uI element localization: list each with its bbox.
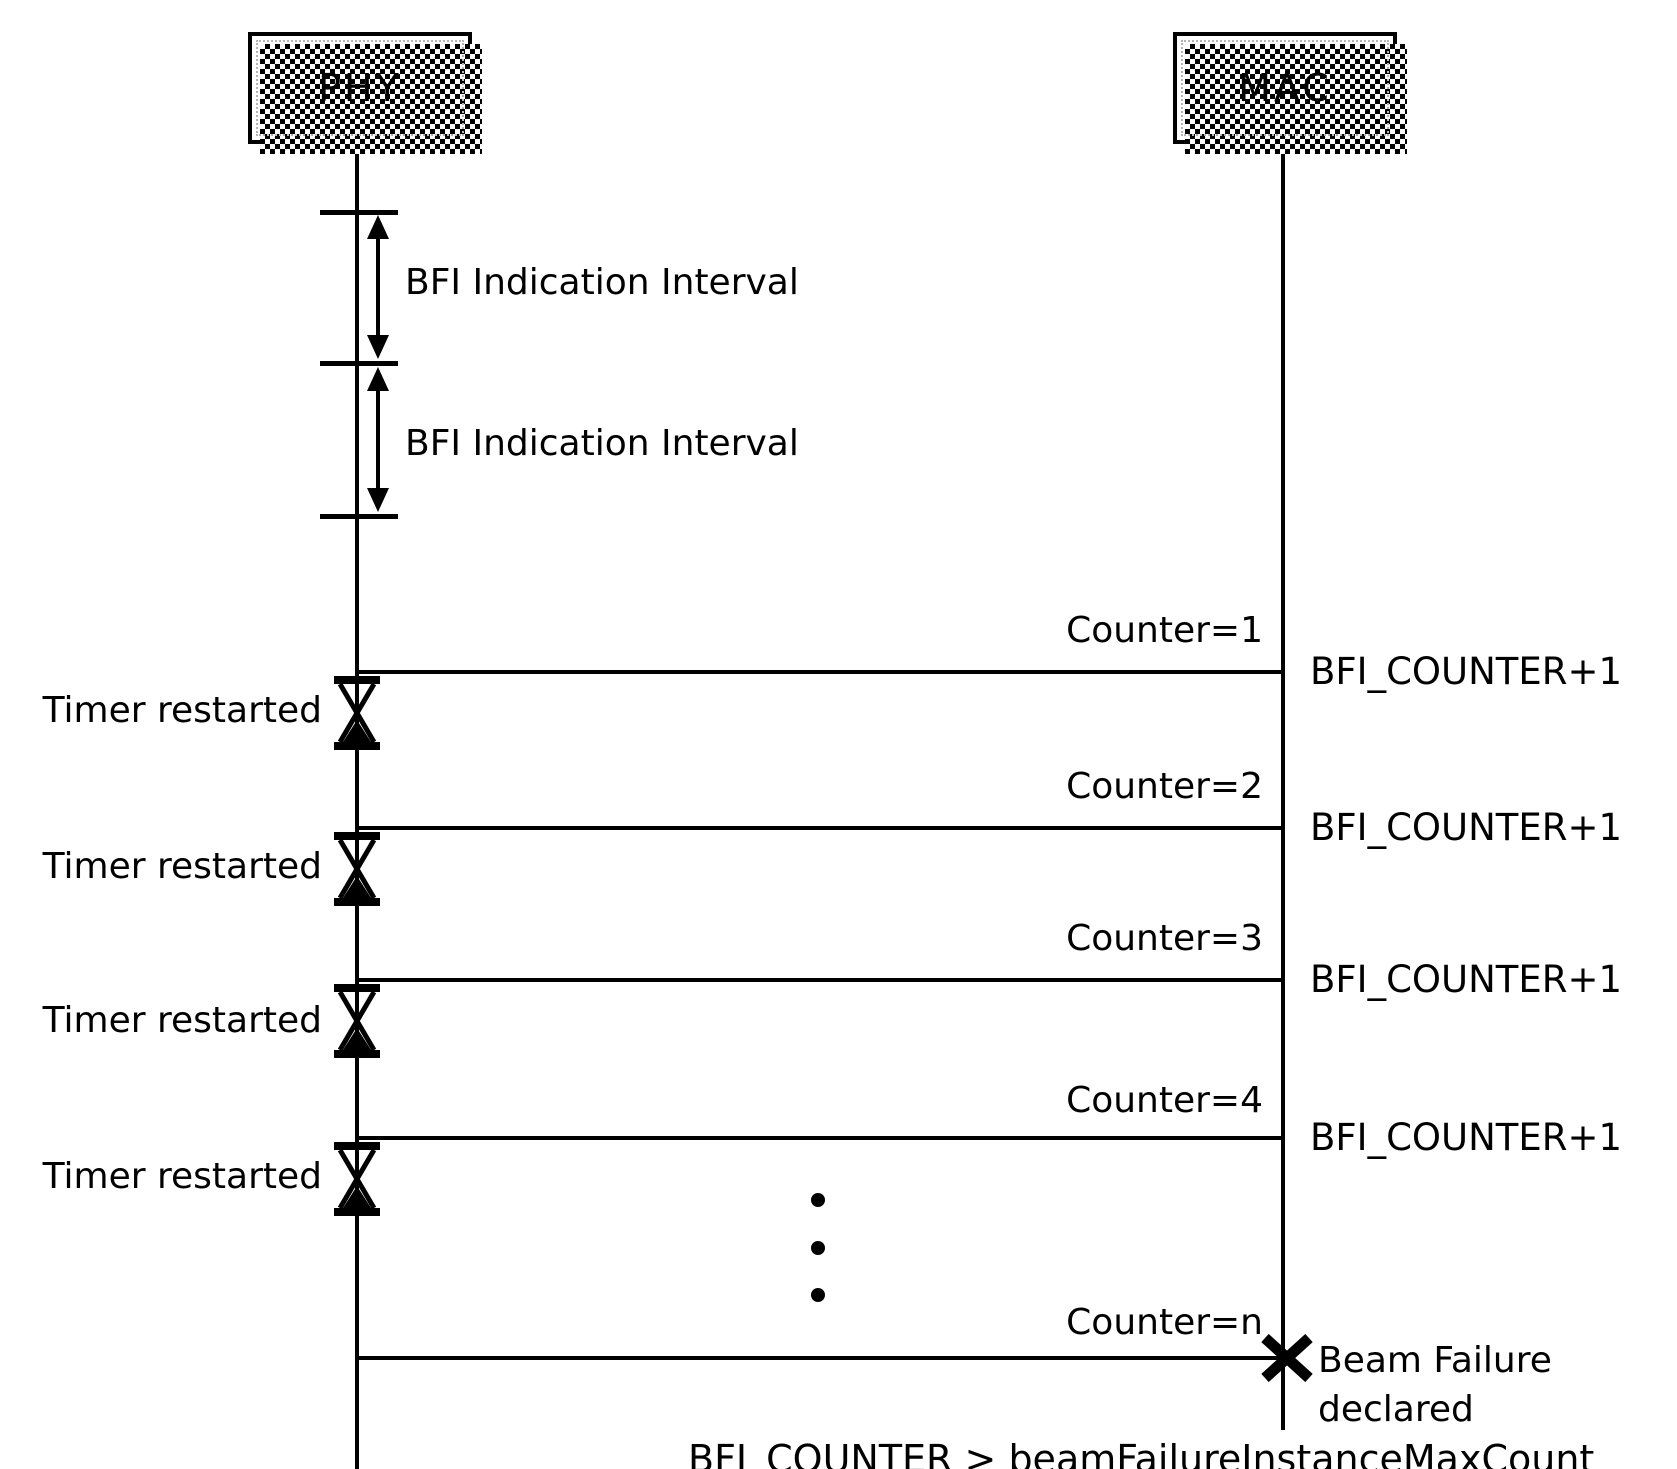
ellipsis-dot: [811, 1241, 825, 1255]
footer-condition-label: BFI_COUNTER > beamFailureInstanceMaxCoun…: [688, 1437, 1595, 1469]
actor-label-phy: PHY: [318, 66, 402, 110]
failure-cross-icon: [1260, 1333, 1314, 1383]
actor-box-mac: MAC: [1173, 32, 1407, 154]
counter-label: Counter=2: [1066, 766, 1263, 807]
actor-label-mac: MAC: [1238, 66, 1332, 110]
phy-lifeline: [355, 144, 359, 1469]
counter-label: Counter=3: [1066, 918, 1263, 959]
ellipsis-dot: [811, 1288, 825, 1302]
bfi-counter-label: BFI_COUNTER+1: [1310, 806, 1623, 849]
beam-failure-line2: declared: [1318, 1389, 1474, 1430]
bfi-interval-label: BFI Indication Interval: [405, 423, 799, 464]
message-line: [357, 826, 1283, 830]
message-line: [357, 1136, 1283, 1140]
hourglass-icon: [331, 832, 383, 906]
bfi-interval-label: BFI Indication Interval: [405, 262, 799, 303]
message-line: [357, 670, 1283, 674]
actor-box-phy: PHY: [248, 32, 482, 154]
hourglass-icon: [331, 1142, 383, 1216]
double-arrow-icon: [364, 215, 392, 359]
interval-tick: [320, 361, 398, 366]
beam-failure-label: Beam Failure declared: [1318, 1336, 1552, 1434]
ellipsis-dot: [811, 1193, 825, 1207]
hourglass-icon: [331, 676, 383, 750]
timer-restarted-label: Timer restarted: [42, 690, 322, 731]
hourglass-icon: [331, 984, 383, 1058]
timer-restarted-label: Timer restarted: [42, 846, 322, 887]
bfi-counter-label: BFI_COUNTER+1: [1310, 650, 1623, 693]
message-line: [357, 978, 1283, 982]
bfi-counter-label: BFI_COUNTER+1: [1310, 958, 1623, 1001]
interval-tick: [320, 514, 398, 519]
counter-label: Counter=1: [1066, 610, 1263, 651]
timer-restarted-label: Timer restarted: [42, 1000, 322, 1041]
double-arrow-icon: [364, 367, 392, 512]
message-line: [357, 1356, 1283, 1360]
interval-tick: [320, 210, 398, 215]
mac-lifeline: [1281, 144, 1285, 1430]
beam-failure-line1: Beam Failure: [1318, 1340, 1552, 1381]
counter-label: Counter=n: [1066, 1302, 1263, 1343]
counter-label: Counter=4: [1066, 1080, 1263, 1121]
timer-restarted-label: Timer restarted: [42, 1156, 322, 1197]
bfi-counter-label: BFI_COUNTER+1: [1310, 1116, 1623, 1159]
